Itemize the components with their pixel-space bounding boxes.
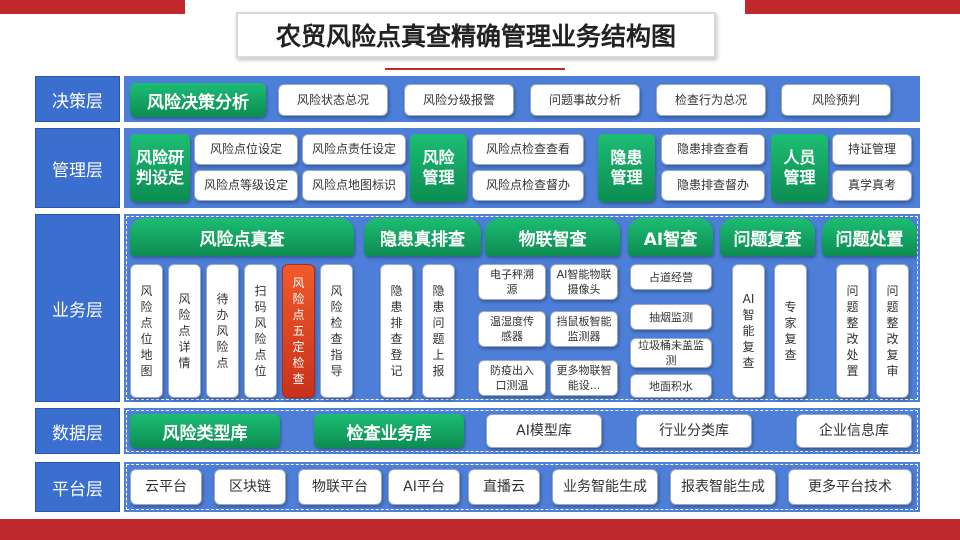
iot-item[interactable]: 温湿度传感器: [478, 311, 546, 347]
management-group-title[interactable]: 风险研判设定: [130, 134, 190, 202]
handle-item-label: 问题整改处置: [846, 284, 859, 378]
platform-item[interactable]: 直播云: [468, 469, 540, 505]
management-group-title[interactable]: 隐患管理: [598, 134, 655, 202]
review-item-label: AI智能复查: [742, 292, 755, 370]
business-section-title-hazard[interactable]: 隐患真排查: [364, 218, 481, 256]
handle-item-label: 问题整改复审: [886, 284, 899, 378]
management-item[interactable]: 真学真考: [832, 170, 912, 201]
layer-area-data: 风险类型库 检查业务库 AI模型库 行业分类库 企业信息库: [124, 408, 920, 454]
title-underline: [385, 68, 565, 70]
platform-item[interactable]: 报表智能生成: [670, 469, 776, 505]
layer-area-business: 风险点真查 隐患真排查 物联智查 AI智查 问题复查 问题处置 风险点位地图 风…: [124, 214, 920, 402]
data-green-item[interactable]: 风险类型库: [130, 414, 280, 448]
management-item[interactable]: 风险点检查督办: [472, 170, 584, 201]
decision-item[interactable]: 风险状态总况: [278, 84, 388, 116]
risk-item[interactable]: 风险点位地图: [130, 264, 163, 398]
logo-icon: [862, 14, 888, 40]
layer-area-platform: 云平台 区块链 物联平台 AI平台 直播云 业务智能生成 报表智能生成 更多平台…: [124, 462, 920, 512]
logo-text: 众硕网络 Network: [888, 15, 960, 45]
bottom-red-bar: [0, 519, 960, 540]
hazard-item[interactable]: 隐患排查登记: [380, 264, 413, 398]
business-section-title-ai[interactable]: AI智查: [628, 218, 713, 256]
layer-label-platform: 平台层: [35, 462, 120, 512]
risk-item-label: 风险检查指导: [330, 284, 343, 378]
platform-item[interactable]: 业务智能生成: [552, 469, 658, 505]
layer-label-management: 管理层: [35, 128, 120, 208]
logo-name: 众硕网络: [888, 15, 949, 33]
layer-area-management: 风险研判设定 风险点位设定 风险点责任设定 风险点等级设定 风险点地图标识 风险…: [124, 128, 920, 208]
data-dashed-frame: [126, 410, 918, 452]
business-dashed-frame: [126, 216, 918, 400]
ai-item[interactable]: 占道经营: [630, 264, 712, 290]
management-item[interactable]: 隐患排查查看: [661, 134, 765, 165]
management-group-title[interactable]: 风险管理: [410, 134, 467, 202]
review-item[interactable]: 专家复查: [774, 264, 807, 398]
decision-item[interactable]: 检查行为总况: [656, 84, 766, 116]
risk-item[interactable]: 扫码风险点位: [244, 264, 277, 398]
risk-item-label: 风险点详情: [178, 292, 191, 370]
hazard-item[interactable]: 隐患问题上报: [422, 264, 455, 398]
layer-label-business: 业务层: [35, 214, 120, 402]
risk-item[interactable]: 风险检查指导: [320, 264, 353, 398]
iot-item[interactable]: AI智能物联摄像头: [550, 264, 618, 300]
risk-item-highlighted[interactable]: 风险点五定检查: [282, 264, 315, 398]
layer-label-decision: 决策层: [35, 76, 120, 122]
platform-item[interactable]: 区块链: [214, 469, 286, 505]
hazard-item-label: 隐患问题上报: [432, 284, 445, 378]
risk-item[interactable]: 待办风险点: [206, 264, 239, 398]
management-item[interactable]: 风险点位设定: [194, 134, 298, 165]
management-item[interactable]: 风险点检查查看: [472, 134, 584, 165]
ai-item[interactable]: 抽烟监测: [630, 304, 712, 330]
decision-item[interactable]: 风险分级报警: [404, 84, 514, 116]
business-section-title-risk[interactable]: 风险点真查: [130, 218, 354, 256]
data-item[interactable]: AI模型库: [486, 414, 602, 448]
management-item[interactable]: 风险点等级设定: [194, 170, 298, 201]
risk-item[interactable]: 风险点详情: [168, 264, 201, 398]
iot-item[interactable]: 挡鼠板智能监测器: [550, 311, 618, 347]
layer-label-data: 数据层: [35, 408, 120, 454]
management-item[interactable]: 风险点地图标识: [302, 170, 406, 201]
risk-item-label: 风险点位地图: [140, 284, 153, 378]
risk-item-label: 待办风险点: [216, 292, 229, 370]
ai-item[interactable]: 垃圾桶未盖监测: [630, 338, 712, 368]
management-item[interactable]: 风险点责任设定: [302, 134, 406, 165]
business-section-title-handle[interactable]: 问题处置: [822, 218, 917, 256]
iot-item[interactable]: 防疫出入口测温: [478, 360, 546, 396]
iot-item[interactable]: 更多物联智能设...: [550, 360, 618, 396]
review-item-label: 专家复查: [784, 300, 797, 362]
layer-area-decision: 风险决策分析 风险状态总况 风险分级报警 问题事故分析 检查行为总况 风险预判: [124, 76, 920, 122]
management-item[interactable]: 隐患排查督办: [661, 170, 765, 201]
iot-item[interactable]: 电子秤溯源: [478, 264, 546, 300]
management-group-title[interactable]: 人员管理: [771, 134, 828, 202]
data-item[interactable]: 行业分类库: [636, 414, 752, 448]
page-title: 农贸风险点真查精确管理业务结构图: [236, 12, 716, 58]
business-section-title-review[interactable]: 问题复查: [720, 218, 815, 256]
review-item[interactable]: AI智能复查: [732, 264, 765, 398]
handle-item[interactable]: 问题整改处置: [836, 264, 869, 398]
handle-item[interactable]: 问题整改复审: [876, 264, 909, 398]
hazard-item-label: 隐患排查登记: [390, 284, 403, 378]
platform-item[interactable]: 物联平台: [298, 469, 382, 505]
decision-item[interactable]: 问题事故分析: [530, 84, 640, 116]
management-item[interactable]: 持证管理: [832, 134, 912, 165]
decision-main-button[interactable]: 风险决策分析: [130, 83, 266, 117]
platform-dashed-frame: [126, 464, 918, 510]
platform-item[interactable]: 更多平台技术: [788, 469, 912, 505]
risk-item-label: 扫码风险点位: [254, 284, 267, 378]
title-backdrop: [185, 0, 745, 14]
logo-sub: Network: [888, 33, 918, 41]
platform-item[interactable]: 云平台: [130, 469, 202, 505]
ai-item[interactable]: 地面积水: [630, 374, 712, 398]
platform-item[interactable]: AI平台: [388, 469, 460, 505]
risk-item-label: 风险点五定检查: [292, 276, 305, 386]
data-item[interactable]: 企业信息库: [796, 414, 912, 448]
decision-item[interactable]: 风险预判: [781, 84, 891, 116]
business-section-title-iot[interactable]: 物联智查: [485, 218, 620, 256]
data-green-item[interactable]: 检查业务库: [314, 414, 464, 448]
